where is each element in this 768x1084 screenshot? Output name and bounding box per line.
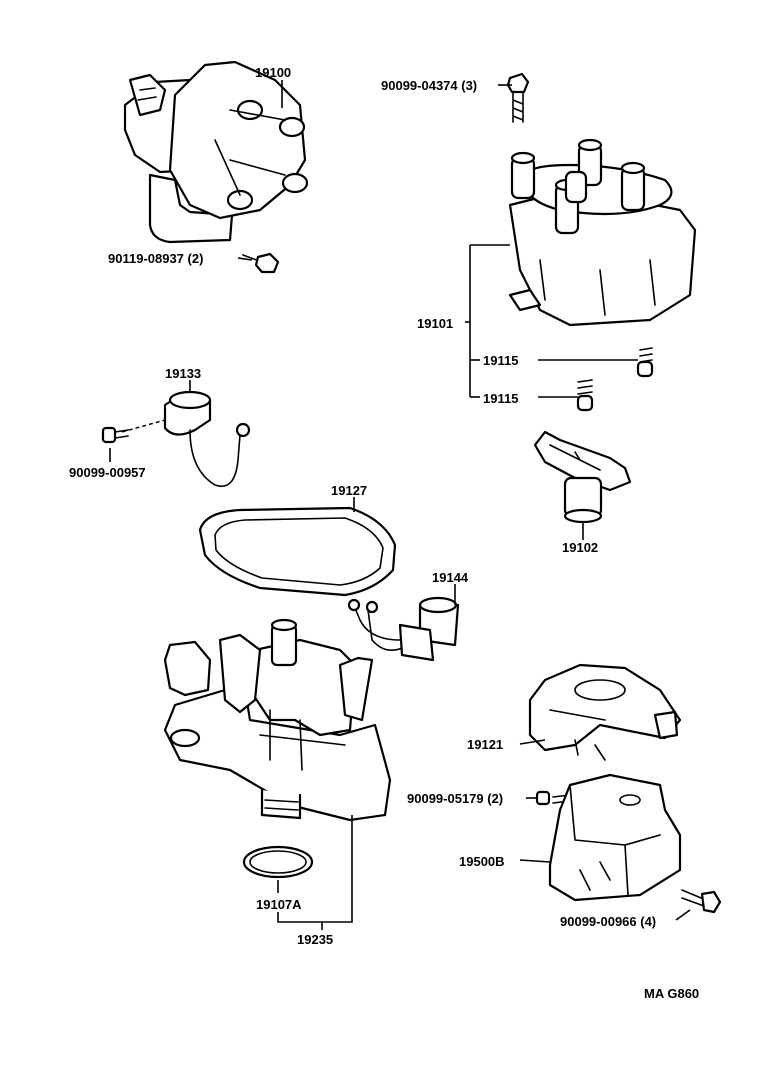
contact-spring-19115-lower (576, 379, 594, 412)
bolt-90119-08937-drawing (242, 252, 280, 274)
label-19500B: 19500B (459, 854, 505, 869)
label-19100: 19100 (255, 65, 291, 80)
label-90099-00966: 90099-00966 (4) (560, 914, 656, 929)
label-90099-00957: 90099-00957 (69, 465, 146, 480)
label-19133: 19133 (165, 366, 201, 381)
o-ring-drawing (242, 845, 314, 879)
distributor-cap-drawing (508, 138, 697, 327)
rotor-drawing (533, 430, 632, 524)
label-19144: 19144 (432, 570, 469, 585)
label-19102: 19102 (562, 540, 598, 555)
label-19115-upper: 19115 (483, 353, 518, 368)
part-labels: 19100 90099-04374 (3) 90119-08937 (2) 19… (69, 65, 699, 1001)
label-19115-lower: 19115 (483, 391, 518, 406)
housing-drawing (163, 618, 392, 822)
contact-spring-19115-upper (636, 347, 654, 378)
label-90119-08937: 90119-08937 (2) (108, 251, 203, 266)
distributor-assembly-drawing (123, 60, 309, 244)
bolt-90099-04374-drawing (506, 72, 530, 123)
pickup-coil-drawing (347, 596, 460, 662)
diagram-code: MA G860 (644, 986, 699, 1001)
label-90099-05179: 90099-05179 (2) (407, 791, 503, 806)
bolt-90099-00966-drawing (681, 889, 722, 914)
label-19107A: 19107A (256, 897, 302, 912)
gasket-drawing (198, 506, 397, 597)
screw-90099-00957-drawing (101, 426, 129, 444)
cover-drawing (528, 663, 682, 761)
condenser-drawing (121, 390, 251, 487)
label-90099-04374: 90099-04374 (3) (381, 78, 477, 93)
label-19121: 19121 (467, 737, 503, 752)
label-19127: 19127 (331, 483, 367, 498)
label-19101: 19101 (417, 316, 453, 331)
label-19235: 19235 (297, 932, 333, 947)
leader-lines (109, 80, 691, 930)
igniter-drawing (548, 773, 682, 902)
